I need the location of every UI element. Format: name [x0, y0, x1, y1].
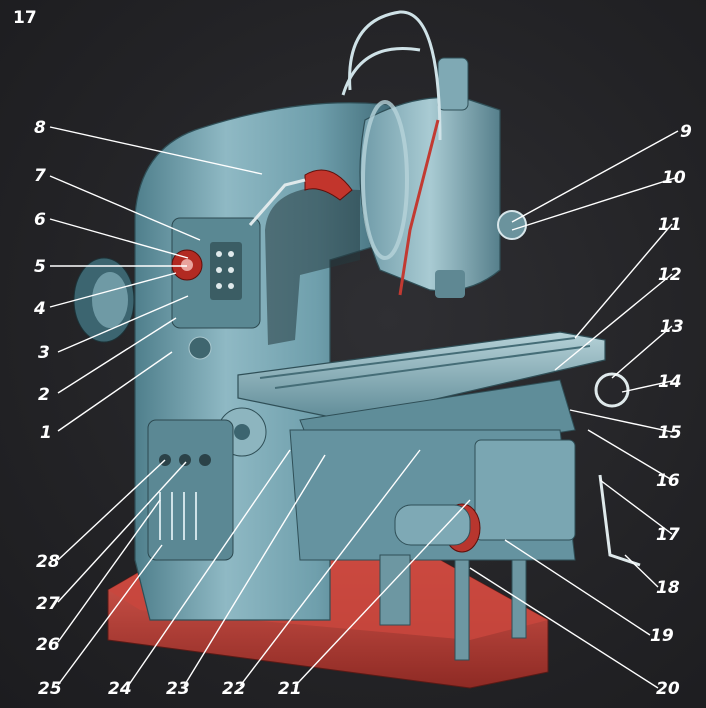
label-10: 10	[662, 168, 686, 188]
label-18: 18	[656, 578, 680, 598]
panel-button-4	[228, 267, 234, 273]
t-slot-1	[259, 337, 576, 379]
label-6: 6	[34, 210, 46, 230]
label-16: 16	[656, 471, 680, 491]
label-11: 11	[658, 215, 682, 235]
label-14: 14	[658, 372, 682, 392]
table-handwheel	[594, 372, 630, 408]
knee-shaft	[394, 504, 471, 546]
label-3: 3	[38, 343, 50, 363]
support-leg-1	[454, 559, 470, 661]
coolant-hose-1	[348, 10, 442, 141]
label-28: 28	[36, 552, 60, 572]
feed-gearbox	[474, 439, 576, 541]
label-20: 20	[656, 679, 680, 699]
panel-button-6	[228, 283, 234, 289]
t-slot-2	[274, 345, 591, 389]
figure-number: 17	[13, 8, 37, 28]
column-opening	[265, 188, 360, 345]
label-8: 8	[34, 118, 46, 138]
label-13: 13	[660, 317, 684, 337]
cabinet-knob-3	[199, 454, 211, 466]
label-2: 2	[38, 385, 50, 405]
panel-button-1	[216, 251, 222, 257]
label-1: 1	[40, 423, 52, 443]
label-27: 27	[36, 594, 60, 614]
coolant-pipe-red	[398, 119, 440, 296]
lamp-arm	[248, 178, 306, 226]
label-21: 21	[278, 679, 302, 699]
cabinet-knob-2	[179, 454, 191, 466]
gauge-dial	[188, 336, 212, 360]
label-17: 17	[656, 525, 680, 545]
panel-button-5	[216, 283, 222, 289]
coolant-hose-2	[341, 47, 421, 96]
label-22: 22	[222, 679, 246, 699]
number-labels: 1 2 3 4 5 6 7 8 9 10 11 12 13 14 15 16 1…	[33, 118, 692, 699]
label-12: 12	[658, 265, 682, 285]
head-handwheel	[497, 210, 527, 240]
label-24: 24	[108, 679, 132, 699]
label-15: 15	[658, 423, 682, 443]
label-5: 5	[34, 257, 46, 277]
spindle-motor	[437, 57, 469, 111]
label-19: 19	[650, 626, 674, 646]
front-handwheel-hub	[234, 424, 250, 440]
motor-face	[92, 272, 128, 328]
label-4: 4	[33, 299, 46, 319]
cabinet-door	[147, 419, 234, 561]
switch-knob-center	[181, 259, 193, 271]
label-7: 7	[34, 166, 46, 186]
label-25: 25	[38, 679, 62, 699]
panel-button-2	[228, 251, 234, 257]
label-9: 9	[680, 122, 692, 142]
work-lamp	[304, 169, 353, 201]
label-26: 26	[36, 635, 60, 655]
spindle	[435, 270, 465, 298]
vertical-head	[359, 96, 501, 292]
head-flange	[361, 100, 409, 260]
feed-lever	[598, 474, 641, 567]
button-block	[210, 242, 242, 300]
worktable	[237, 331, 606, 421]
panel-button-3	[216, 267, 222, 273]
leader-lines	[49, 126, 679, 689]
label-23: 23	[166, 679, 190, 699]
